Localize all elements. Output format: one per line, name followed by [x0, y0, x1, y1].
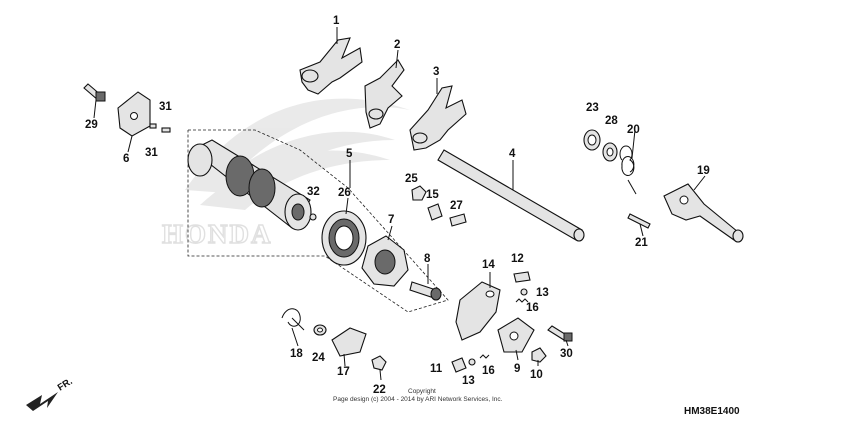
nut-22 [371, 355, 387, 371]
callout-31-a: 31 [159, 101, 172, 113]
spring-16-b [479, 354, 490, 359]
callout-8: 8 [424, 253, 431, 265]
shift-fork-3 [409, 85, 467, 151]
callout-4: 4 [509, 148, 516, 160]
watermark-text: HONDA [162, 219, 273, 249]
callout-20: 20 [627, 124, 640, 136]
callout-labels: 1 2 3 4 5 6 7 8 9 10 11 12 13 13 14 15 1… [85, 15, 710, 396]
shift-fork-2 [364, 59, 405, 129]
callout-24: 24 [312, 352, 325, 364]
leader-lines [93, 27, 706, 381]
callout-32: 32 [307, 186, 320, 198]
front-direction-arrow-icon [26, 392, 58, 411]
callout-10: 10 [530, 369, 543, 381]
pin-27 [449, 213, 467, 227]
callout-17: 17 [337, 366, 350, 378]
callout-19: 19 [697, 165, 710, 177]
callout-26: 26 [338, 187, 351, 199]
callout-7: 7 [388, 214, 394, 226]
callout-16-b: 16 [482, 365, 495, 377]
spring-20 [619, 145, 637, 195]
copyright-line-1: Copyright [408, 388, 436, 395]
shift-drum-center [361, 235, 409, 287]
stopper-plate [117, 91, 151, 137]
collar-15 [427, 203, 443, 221]
stopper-arm-9 [497, 317, 535, 353]
shift-drum [187, 139, 312, 231]
spring-16-a [515, 298, 529, 303]
callout-13-b: 13 [462, 375, 475, 387]
callout-12: 12 [511, 253, 524, 265]
washer-28 [602, 142, 618, 162]
callout-21: 21 [635, 237, 648, 249]
copyright-line-2: Page design (c) 2004 - 2014 by ARI Netwo… [333, 396, 503, 403]
callout-6: 6 [123, 153, 129, 165]
diagram-code: HM38E1400 [684, 406, 740, 417]
shift-drum-group-outline [187, 129, 449, 313]
callout-29: 29 [85, 119, 98, 131]
bolt-30 [547, 325, 573, 342]
spring-18 [281, 308, 305, 331]
callout-11: 11 [430, 363, 443, 375]
bolt-8 [409, 281, 442, 301]
callout-22: 22 [373, 384, 386, 396]
callout-25: 25 [405, 173, 418, 185]
front-direction: FR. [26, 376, 75, 411]
callout-31-b: 31 [145, 147, 158, 159]
pin-31-b [149, 123, 157, 129]
shift-fork-1 [299, 37, 363, 95]
callout-18: 18 [290, 348, 303, 360]
nut-25 [411, 185, 427, 201]
callout-9: 9 [514, 363, 520, 375]
pin-12 [513, 271, 531, 283]
callout-5: 5 [346, 148, 353, 160]
callout-16-a: 16 [526, 302, 539, 314]
pin-31-a [161, 127, 171, 133]
callout-23: 23 [586, 102, 599, 114]
callout-1: 1 [333, 15, 340, 27]
nut-10 [531, 347, 547, 363]
fork-shaft [437, 149, 585, 242]
clip-13-b [468, 358, 476, 366]
shift-arm-17 [331, 327, 367, 357]
callout-3: 3 [433, 66, 439, 78]
plate-11 [451, 357, 467, 373]
clip-13-a [520, 288, 528, 296]
callout-15: 15 [426, 189, 439, 201]
front-direction-label: FR. [56, 376, 75, 393]
callout-30: 30 [560, 348, 573, 360]
callout-2: 2 [394, 39, 400, 51]
washer-24 [313, 324, 327, 336]
callout-28: 28 [605, 115, 618, 127]
bolt-29 [83, 83, 106, 102]
callout-27: 27 [450, 200, 463, 212]
seal-23 [583, 129, 601, 151]
pin-32 [309, 213, 317, 221]
pin-21 [627, 213, 651, 229]
callout-13-a: 13 [536, 287, 549, 299]
gearshift-spindle [663, 183, 744, 243]
bearing [321, 210, 367, 266]
guide-plate [455, 281, 501, 341]
callout-14: 14 [482, 259, 495, 271]
